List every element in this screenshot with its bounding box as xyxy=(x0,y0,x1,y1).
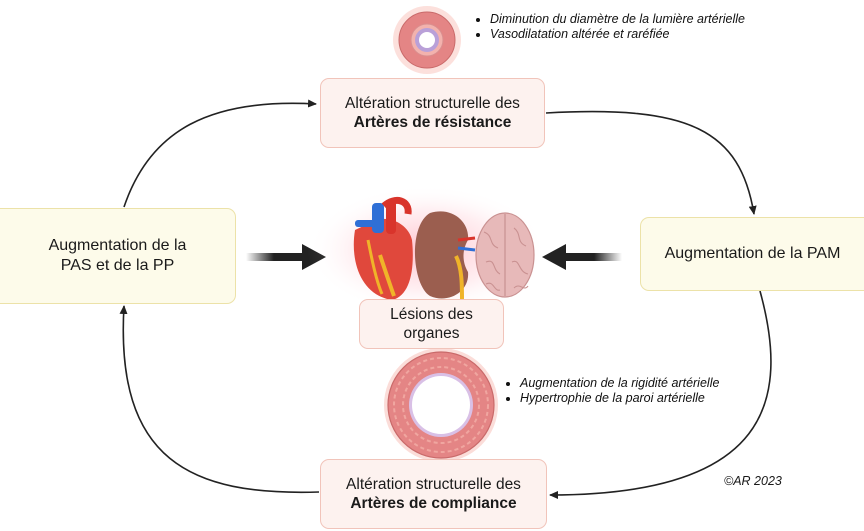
organ-lesions-box: Lésions des organes xyxy=(359,299,504,349)
compliance-notes-list: Augmentation de la rigidité artérielle H… xyxy=(506,376,750,406)
compliance-box-line2: Artères de compliance xyxy=(350,495,517,512)
compliance-box-line1: Altération structurelle des xyxy=(346,475,521,493)
pam-box-line1: Augmentation de la PAM xyxy=(664,245,841,262)
resistance-note: Diminution du diamètre de la lumière art… xyxy=(490,12,860,27)
organ-lesions-line1: Lésions des xyxy=(390,305,473,323)
connector-top-to-right xyxy=(545,110,757,215)
artery-cross-section-small-icon xyxy=(393,6,461,74)
pas-pp-box-line2: PAS et de la PP xyxy=(60,257,175,274)
resistance-arteries-box: Altération structurelle des Artères de r… xyxy=(320,78,545,148)
resistance-box-line1: Altération structurelle des xyxy=(345,94,520,112)
compliance-note: Augmentation de la rigidité artérielle xyxy=(520,376,750,391)
resistance-note: Vasodilatation altérée et raréfiée xyxy=(490,27,860,42)
pas-pp-box-line1: Augmentation de la xyxy=(48,237,187,254)
resistance-box-line2: Artères de résistance xyxy=(353,114,512,131)
compliance-arteries-box: Altération structurelle des Artères de c… xyxy=(320,459,547,529)
heart-icon xyxy=(353,196,413,300)
connector-left-to-top xyxy=(123,99,317,208)
kidney-icon xyxy=(414,211,476,301)
resistance-notes-list: Diminution du diamètre de la lumière art… xyxy=(476,12,860,42)
artery-cross-section-large-icon xyxy=(384,348,498,462)
pas-pp-box: Augmentation de la PAS et de la PP xyxy=(0,208,236,304)
copyright-text: ©AR 2023 xyxy=(724,474,782,488)
organ-lesions-line2: organes xyxy=(403,325,460,342)
brain-icon xyxy=(475,212,535,298)
arrow-left-icon xyxy=(542,244,622,270)
connector-bottom-to-left xyxy=(119,305,320,494)
pam-box: Augmentation de la PAM xyxy=(640,217,864,291)
connector-right-to-bottom xyxy=(549,290,772,499)
compliance-note: Hypertrophie de la paroi artérielle xyxy=(520,391,750,406)
